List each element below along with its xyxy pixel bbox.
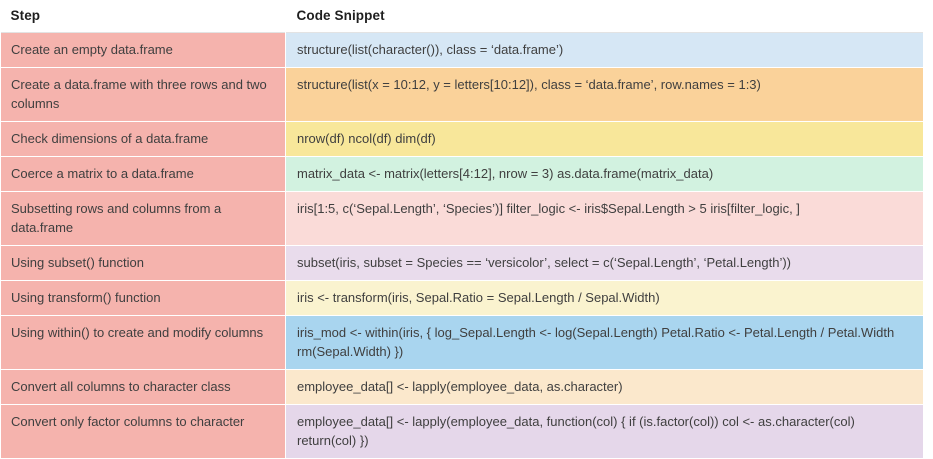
cell-code-snippet: matrix_data <- matrix(letters[4:12], nro…: [285, 156, 923, 192]
cell-step: Create a data.frame with three rows and …: [0, 67, 286, 122]
page-root: Step Code Snippet Create an empty data.f…: [0, 8, 923, 459]
cell-step: Check dimensions of a data.frame: [0, 121, 286, 157]
cell-step: Convert all columns to character class: [0, 369, 286, 405]
cell-step: Coerce a matrix to a data.frame: [0, 156, 286, 192]
cell-code-snippet: structure(list(x = 10:12, y = letters[10…: [285, 67, 923, 122]
cell-code-snippet: iris[1:5, c(‘Sepal.Length’, ‘Species’)] …: [285, 191, 923, 246]
column-header-step: Step: [0, 0, 286, 33]
table-row: Subsetting rows and columns from a data.…: [0, 191, 923, 246]
cell-step: Using subset() function: [0, 245, 286, 281]
cell-code-snippet: employee_data[] <- lapply(employee_data,…: [285, 404, 923, 459]
table-row: Create a data.frame with three rows and …: [0, 67, 923, 122]
cell-code-snippet: employee_data[] <- lapply(employee_data,…: [285, 369, 923, 405]
cell-code-snippet: iris <- transform(iris, Sepal.Ratio = Se…: [285, 280, 923, 316]
column-header-code-snippet: Code Snippet: [285, 0, 923, 33]
cell-step: Subsetting rows and columns from a data.…: [0, 191, 286, 246]
table-header-row: Step Code Snippet: [0, 0, 923, 33]
table-row: Convert only factor columns to character…: [0, 404, 923, 459]
cell-code-snippet: nrow(df) ncol(df) dim(df): [285, 121, 923, 157]
cell-code-snippet: iris_mod <- within(iris, { log_Sepal.Len…: [285, 315, 923, 370]
table-row: Using within() to create and modify colu…: [0, 315, 923, 370]
cell-code-snippet: structure(list(character()), class = ‘da…: [285, 32, 923, 68]
cell-step: Using within() to create and modify colu…: [0, 315, 286, 370]
cell-code-snippet: subset(iris, subset = Species == ‘versic…: [285, 245, 923, 281]
cell-step: Create an empty data.frame: [0, 32, 286, 68]
table-header: Step Code Snippet: [0, 0, 923, 33]
cell-step: Using transform() function: [0, 280, 286, 316]
cell-step: Convert only factor columns to character: [0, 404, 286, 459]
